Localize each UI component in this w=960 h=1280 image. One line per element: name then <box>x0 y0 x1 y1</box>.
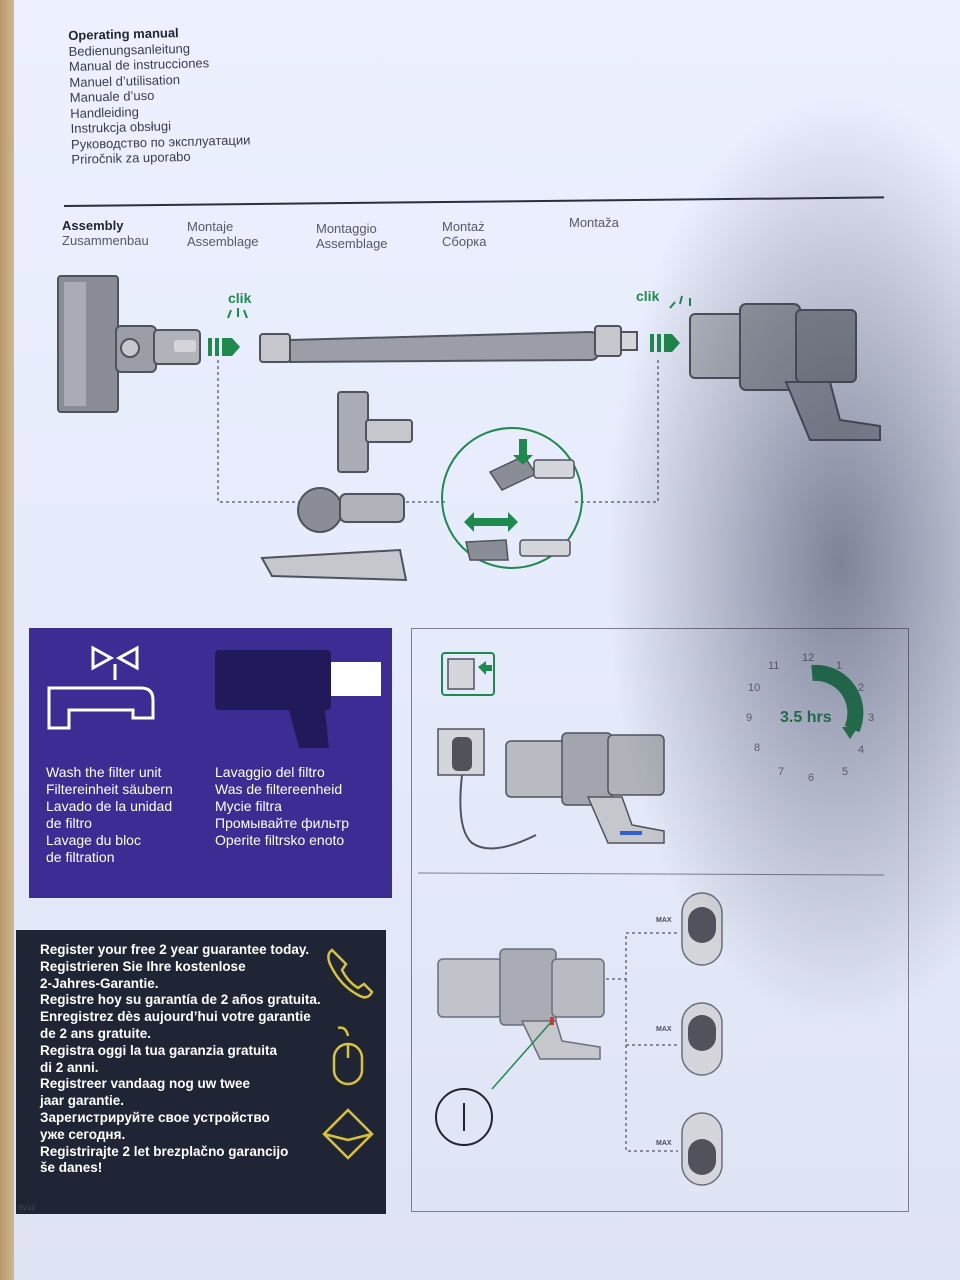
clock-number: 8 <box>754 742 761 754</box>
click-label-right: clik <box>636 288 660 304</box>
register-line: Enregistrez dès aujourd’hui votre garant… <box>40 1009 311 1025</box>
heading-line: Montaggio <box>316 221 377 236</box>
heading-line: Montaža <box>569 215 619 230</box>
click-label-left: clik <box>228 290 252 306</box>
brush-tool-detail <box>441 427 583 569</box>
filter-unit-icon <box>215 650 381 748</box>
clock-number: 3 <box>868 712 875 724</box>
wash-filter-panel: Wash the filter unit Filtereinheit säube… <box>29 628 392 898</box>
assembly-headings: Assembly Zusammenbau Montaje Assemblage … <box>62 215 682 255</box>
wash-line: Was de filtereenheid <box>215 781 343 797</box>
floor-head-illustration <box>57 275 201 413</box>
register-line: 2-Jahres-Garantie. <box>40 975 159 991</box>
register-line: Register your free 2 year guarantee toda… <box>40 942 310 957</box>
assembly-heading-en: Assembly Zusammenbau <box>62 218 149 248</box>
wash-line: Mycie filtra <box>215 798 282 814</box>
wash-line: Промывайте фильтр <box>215 815 350 831</box>
filter-illustration <box>47 645 381 748</box>
register-text: Register your free 2 year guarantee toda… <box>40 942 321 1177</box>
register-line: di 2 anni. <box>40 1059 99 1075</box>
wand-illustration <box>259 325 638 364</box>
assembly-heading-es: Montaje Assemblage <box>187 219 259 249</box>
register-line: še danes! <box>40 1160 103 1176</box>
clock-number: 6 <box>808 772 815 784</box>
model-number: SV12 <box>18 1205 36 1212</box>
wash-line: Operite filtrsko enoto <box>215 832 345 848</box>
wash-line: Lavage du bloc <box>46 832 141 848</box>
tap-icon <box>47 645 155 730</box>
charge-time: 3.5 hrs <box>780 709 832 726</box>
register-line: Registra oggi la tua garanzia gratuita <box>40 1042 278 1058</box>
mode-switch-illustration <box>681 892 723 1186</box>
wash-line: Filtereinheit säubern <box>46 781 173 797</box>
heading-line: Сборка <box>442 234 487 249</box>
register-line: Registre hoy su garantía de 2 años gratu… <box>40 992 321 1008</box>
register-line: Registrirajte 2 let brezplačno garancijo <box>40 1143 289 1159</box>
assembly-heading-sl: Montaža <box>569 215 619 230</box>
mouse-icon <box>332 1026 364 1086</box>
heading-line: Assemblage <box>187 234 259 249</box>
clock-dial <box>811 664 864 739</box>
register-line: Зарегистрируйте свое устройство <box>40 1109 270 1125</box>
heading-line: Montaje <box>187 219 234 234</box>
register-line: Registrieren Sie Ihre kostenlose <box>40 958 246 974</box>
language-list: Operating manual Bedienungsanleitung Man… <box>68 23 251 167</box>
clock-number: 2 <box>858 682 865 694</box>
accessory-tools-illustration <box>260 391 413 582</box>
clock-number: 4 <box>858 744 865 756</box>
max-label: MAX <box>656 1026 672 1033</box>
wash-line: de filtration <box>46 849 115 865</box>
clock-number: 10 <box>748 682 761 694</box>
register-guarantee-panel: Register your free 2 year guarantee toda… <box>16 930 386 1214</box>
clock-number: 7 <box>778 766 785 778</box>
clock-number: 11 <box>768 660 780 672</box>
power-mode-illustration <box>435 932 678 1152</box>
wash-text-col1: Wash the filter unit Filtereinheit säube… <box>46 764 173 866</box>
register-line: de 2 ans gratuite. <box>40 1025 152 1041</box>
register-line: jaar garantie. <box>40 1093 125 1109</box>
heading-line: Montaż <box>442 219 485 234</box>
envelope-icon <box>322 1108 374 1160</box>
heading-line: Assemblage <box>316 236 388 251</box>
phone-icon <box>327 948 374 999</box>
register-icons <box>322 948 374 1160</box>
max-label: MAX <box>656 1140 672 1147</box>
register-line: уже сегодня. <box>40 1126 126 1142</box>
wash-line: Lavado de la unidad <box>46 798 173 814</box>
assembly-heading-it: Montaggio Assemblage <box>316 221 388 251</box>
wash-line: Wash the filter unit <box>46 764 162 780</box>
heading-line: Zusammenbau <box>62 233 149 248</box>
register-line: Registreer vandaag nog uw twee <box>40 1076 251 1092</box>
clock-number: 1 <box>836 660 843 672</box>
clock-number: 12 <box>802 652 815 664</box>
wash-line: de filtro <box>46 815 92 831</box>
socket-icon <box>441 652 495 696</box>
wash-line: Lavaggio del filtro <box>215 764 325 780</box>
max-label: MAX <box>656 917 672 924</box>
clock-number: 5 <box>842 766 849 778</box>
assembly-heading-pl: Montaż Сборка <box>442 219 487 249</box>
vacuum-on-dock-illustration <box>505 732 665 844</box>
assembly-diagram <box>57 275 881 582</box>
clock-number: 9 <box>746 712 753 724</box>
heading-line: Assembly <box>62 218 124 233</box>
wash-text-col2: Lavaggio del filtro Was de filtereenheid… <box>215 764 349 849</box>
vacuum-body-illustration <box>689 303 881 441</box>
